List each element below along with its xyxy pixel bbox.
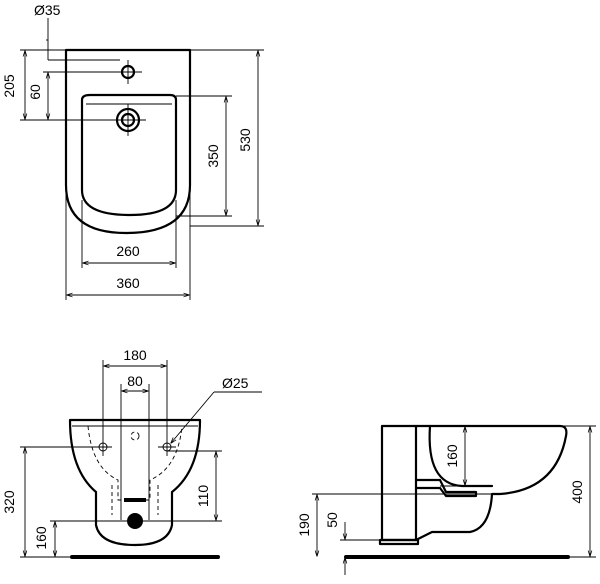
- dim-260-label: 260: [116, 243, 140, 259]
- dim-350-label: 350: [205, 144, 221, 168]
- hole-diameter-label: Ø35: [34, 2, 61, 18]
- inner-bowl-dashed: [87, 425, 183, 501]
- side-view: 160 400 190 50: [296, 424, 596, 575]
- tap-hole: [115, 60, 142, 84]
- bidet-outline-top: [64, 48, 192, 235]
- dim-400-label: 400: [569, 480, 585, 504]
- dim-110-label: 110: [195, 485, 211, 508]
- dim-160-side-label: 160: [444, 444, 460, 468]
- bidet-outline-side: [414, 424, 568, 542]
- dim-50-label: 50: [324, 512, 340, 528]
- bowl-inner-side: [428, 424, 494, 488]
- frame-base-side: [378, 538, 420, 546]
- tap-hole-front: [130, 431, 140, 441]
- dim-190-label: 190: [296, 513, 312, 537]
- dim-360-label: 360: [116, 275, 140, 291]
- dim-60-label: 60: [27, 84, 43, 100]
- drain-outlet-top: [112, 104, 146, 136]
- inner-trap-dashed: [111, 485, 159, 515]
- fixing-diameter-label: Ø25: [222, 375, 249, 391]
- dim-160-front-label: 160: [33, 526, 49, 550]
- dim-80-label: 80: [127, 373, 143, 389]
- dim-180-label: 180: [123, 347, 147, 363]
- dim-530-label: 530: [237, 128, 253, 152]
- front-view: 180 80 Ø25 320 160 110: [1, 347, 262, 559]
- waste-marker: [124, 498, 146, 502]
- dim-320-label: 320: [1, 490, 17, 514]
- bowl-rim-top: [80, 93, 178, 217]
- dim-205-label: 205: [1, 74, 17, 98]
- top-view: Ø35 205 60 350 530 260 360: [1, 2, 264, 300]
- bidet-outline-front: [68, 418, 202, 547]
- wall-frame-side: [380, 424, 418, 542]
- waste-outlet-dot: [127, 513, 143, 529]
